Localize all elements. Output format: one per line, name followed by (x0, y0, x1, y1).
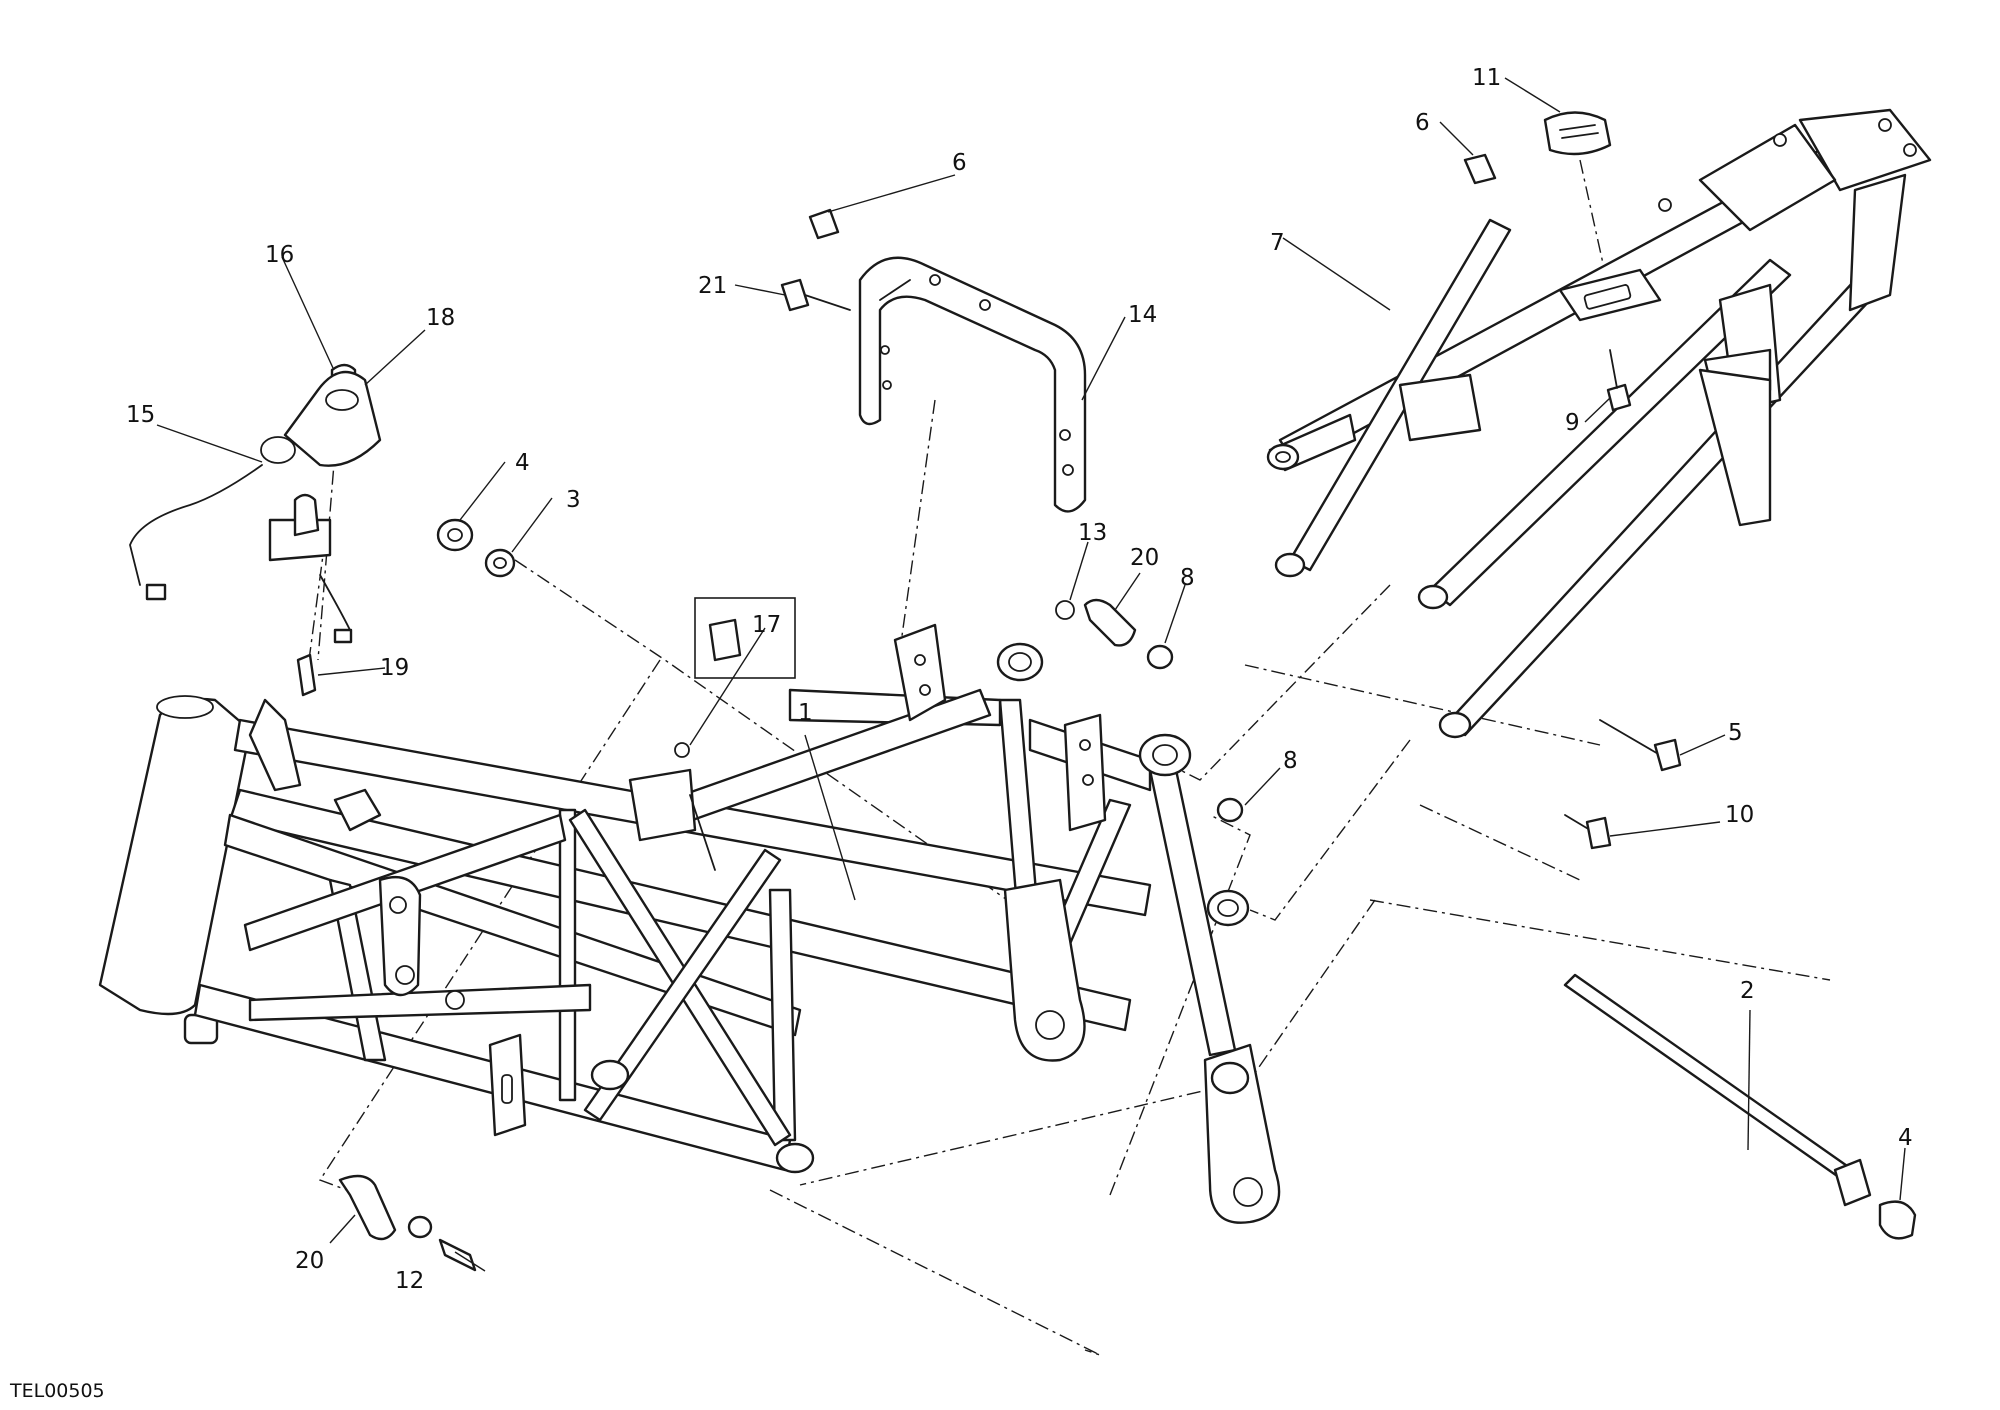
callout-6-bracket: 6 (952, 150, 967, 176)
callout-18: 18 (426, 305, 455, 331)
callout-4-bush: 4 (515, 450, 530, 476)
callout-1: 1 (798, 700, 813, 726)
main-trellis-frame (98, 623, 1281, 1224)
callout-16: 16 (265, 242, 294, 268)
callout-9: 9 (1565, 410, 1580, 436)
callout-14: 14 (1128, 302, 1157, 328)
callout-6-subframe: 6 (1415, 110, 1430, 136)
callout-5: 5 (1728, 720, 1743, 746)
callout-labels: 1 2 3 4 4 5 6 6 7 8 8 9 10 11 12 13 14 1… (126, 65, 1913, 1294)
callout-2: 2 (1740, 978, 1755, 1004)
rear-subframe (1266, 108, 1932, 739)
drawing-code: TEL00505 (9, 1380, 105, 1402)
leader-lines (156, 77, 1906, 1272)
callout-20-lower: 20 (295, 1248, 324, 1274)
callout-7: 7 (1270, 230, 1285, 256)
callout-10: 10 (1725, 802, 1754, 828)
callout-20-spacer: 20 (1130, 545, 1159, 571)
callout-19: 19 (380, 655, 409, 681)
callout-17: 17 (752, 612, 781, 638)
callout-21: 21 (698, 273, 727, 299)
callout-15: 15 (126, 402, 155, 428)
callout-12: 12 (395, 1268, 424, 1294)
callout-8-upper: 8 (1180, 565, 1195, 591)
callout-8-lower: 8 (1283, 748, 1298, 774)
callout-3: 3 (566, 487, 581, 513)
callout-13: 13 (1078, 520, 1107, 546)
callout-4-cap: 4 (1898, 1125, 1913, 1151)
headlight-bracket (858, 256, 1087, 513)
callout-11: 11 (1472, 65, 1501, 91)
hardware-parts (129, 111, 1917, 1272)
